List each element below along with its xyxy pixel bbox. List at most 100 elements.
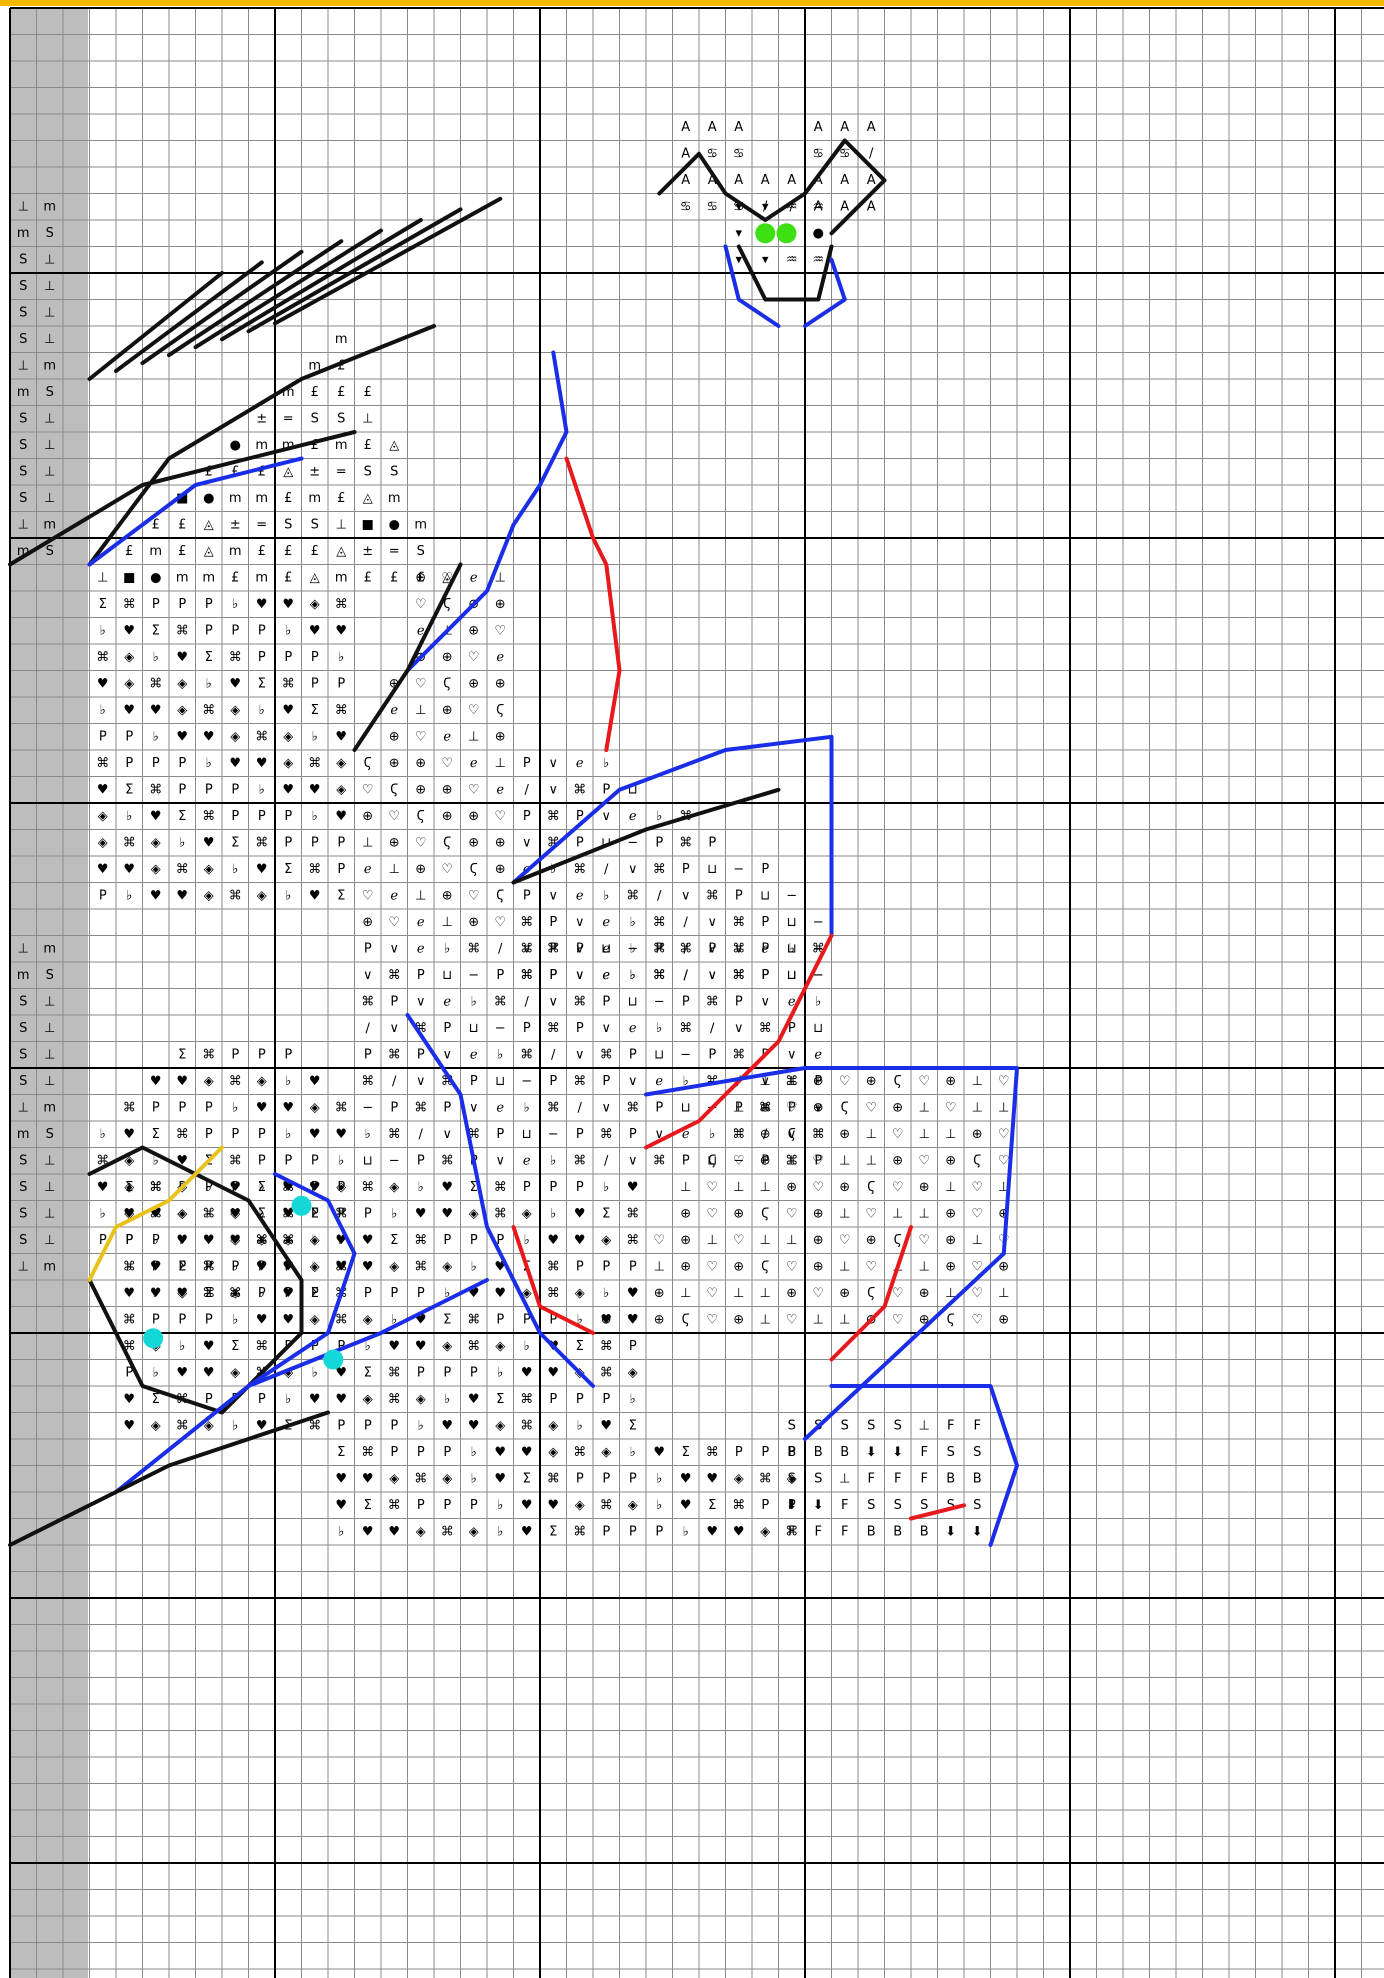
stitch-symbol: ♭ <box>550 1153 556 1168</box>
stitch-symbol: m <box>335 332 348 347</box>
stitch-symbol: ◈ <box>628 1365 638 1380</box>
stitch-symbol: ⊥ <box>733 1100 744 1115</box>
stitch-symbol: ⊥ <box>18 1259 29 1274</box>
stitch-symbol: A <box>867 199 876 214</box>
stitch-symbol: ⊥ <box>44 994 55 1009</box>
stitch-symbol: ⊕ <box>945 1233 956 1248</box>
stitch-symbol: ♡ <box>388 809 400 824</box>
stitch-symbol: ♡ <box>441 862 453 877</box>
stitch-symbol: ♭ <box>259 782 265 797</box>
stitch-symbol: ◈ <box>230 1206 240 1221</box>
stitch-symbol: Ϛ <box>470 862 478 877</box>
stitch-symbol: ♡ <box>812 1127 824 1142</box>
stitch-symbol: ⌘ <box>732 1498 745 1513</box>
stitch-symbol: ℯ <box>470 756 478 771</box>
stitch-symbol: ⌘ <box>149 676 162 691</box>
stitch-symbol: P <box>602 1524 610 1539</box>
stitch-symbol: Σ <box>337 1445 345 1460</box>
stitch-symbol: ◈ <box>124 1180 134 1195</box>
stitch-symbol: ♡ <box>918 1153 930 1168</box>
stitch-symbol: ♡ <box>415 835 427 850</box>
stitch-symbol: ℯ <box>390 888 398 903</box>
stitch-symbol: ∨ <box>628 1153 638 1168</box>
french-knot <box>776 223 796 243</box>
stitch-symbol: ♥ <box>521 1445 533 1460</box>
stitch-symbol: ♥ <box>256 1418 268 1433</box>
stitch-symbol: Σ <box>152 1392 160 1407</box>
stitch-symbol: ♥ <box>97 862 109 877</box>
stitch-symbol: ⌘ <box>732 915 745 930</box>
stitch-symbol: ⊥ <box>786 1233 797 1248</box>
stitch-symbol: ♥ <box>150 809 162 824</box>
stitch-symbol: S <box>46 544 54 559</box>
stitch-symbol: ℯ <box>629 809 637 824</box>
stitch-symbol: ♒ <box>812 199 824 214</box>
stitch-symbol: Σ <box>205 1286 213 1301</box>
stitch-symbol: P <box>258 623 266 638</box>
stitch-symbol: P <box>496 968 504 983</box>
stitch-symbol: m <box>17 1127 30 1142</box>
stitch-symbol: ⌘ <box>229 1074 242 1089</box>
stitch-symbol: Ϛ <box>788 1127 796 1142</box>
stitch-symbol: A <box>867 120 876 135</box>
stitch-symbol: ♥ <box>653 1445 665 1460</box>
stitch-symbol: ♥ <box>494 1445 506 1460</box>
stitch-symbol: ♡ <box>706 1286 718 1301</box>
stitch-symbol: P <box>390 994 398 1009</box>
stitch-symbol: ♭ <box>524 1100 530 1115</box>
stitch-symbol: ⌘ <box>600 1127 613 1142</box>
stitch-symbol: P <box>99 888 107 903</box>
stitch-symbol: P <box>602 1471 610 1486</box>
stitch-symbol: ⌘ <box>653 1153 666 1168</box>
stitch-symbol: Ϛ <box>708 1153 716 1168</box>
stitch-symbol: ⌘ <box>706 994 719 1009</box>
stitch-symbol: ⊥ <box>786 1153 797 1168</box>
left-overlap-margin <box>10 8 88 1978</box>
stitch-symbol: m <box>43 199 56 214</box>
stitch-symbol: m <box>229 544 242 559</box>
stitch-symbol: ⊥ <box>919 1100 930 1115</box>
stitch-symbol: ♭ <box>603 1180 609 1195</box>
stitch-symbol: ⌘ <box>600 1498 613 1513</box>
stitch-symbol: ♥ <box>123 623 135 638</box>
stitch-symbol: P <box>205 1312 213 1327</box>
stitch-symbol: B <box>973 1471 982 1486</box>
stitch-symbol: S <box>19 1180 27 1195</box>
stitch-symbol: ± <box>256 411 267 426</box>
stitch-symbol: £ <box>284 491 292 506</box>
stitch-symbol: F <box>841 1498 848 1513</box>
stitch-symbol: S <box>19 1047 27 1062</box>
stitch-symbol: ⌘ <box>255 835 268 850</box>
stitch-symbol: ⌘ <box>414 1259 427 1274</box>
stitch-symbol: m <box>229 491 242 506</box>
stitch-symbol: ⊔ <box>787 915 797 930</box>
stitch-symbol: ♡ <box>494 809 506 824</box>
stitch-symbol: ♡ <box>468 703 480 718</box>
stitch-symbol: ♭ <box>153 729 159 744</box>
stitch-symbol: ⌘ <box>573 1074 586 1089</box>
stitch-symbol: ⌘ <box>547 1259 560 1274</box>
stitch-symbol: ∕ <box>604 862 609 877</box>
stitch-symbol: ♥ <box>441 1180 453 1195</box>
stitch-symbol: ⊥ <box>362 411 373 426</box>
stitch-symbol: P <box>337 676 345 691</box>
stitch-symbol: ♥ <box>256 1312 268 1327</box>
stitch-symbol: ⊕ <box>680 1233 691 1248</box>
stitch-symbol: A <box>840 120 849 135</box>
stitch-symbol: ℯ <box>576 756 584 771</box>
stitch-symbol: £ <box>284 544 292 559</box>
stitch-symbol: ⊔ <box>681 1100 691 1115</box>
stitch-symbol: Σ <box>152 623 160 638</box>
stitch-symbol: P <box>258 1153 266 1168</box>
stitch-symbol: F <box>947 1418 954 1433</box>
stitch-symbol: ⌘ <box>96 650 109 665</box>
stitch-symbol: ⊕ <box>415 782 426 797</box>
stitch-symbol: ⊔ <box>522 1127 532 1142</box>
stitch-symbol: P <box>602 782 610 797</box>
stitch-symbol: Ϛ <box>761 1206 769 1221</box>
stitch-symbol: P <box>443 1233 451 1248</box>
stitch-symbol: ♡ <box>468 888 480 903</box>
stitch-symbol: ⊥ <box>760 1233 771 1248</box>
stitch-symbol: B <box>920 1524 929 1539</box>
stitch-symbol: ♭ <box>709 1127 715 1142</box>
